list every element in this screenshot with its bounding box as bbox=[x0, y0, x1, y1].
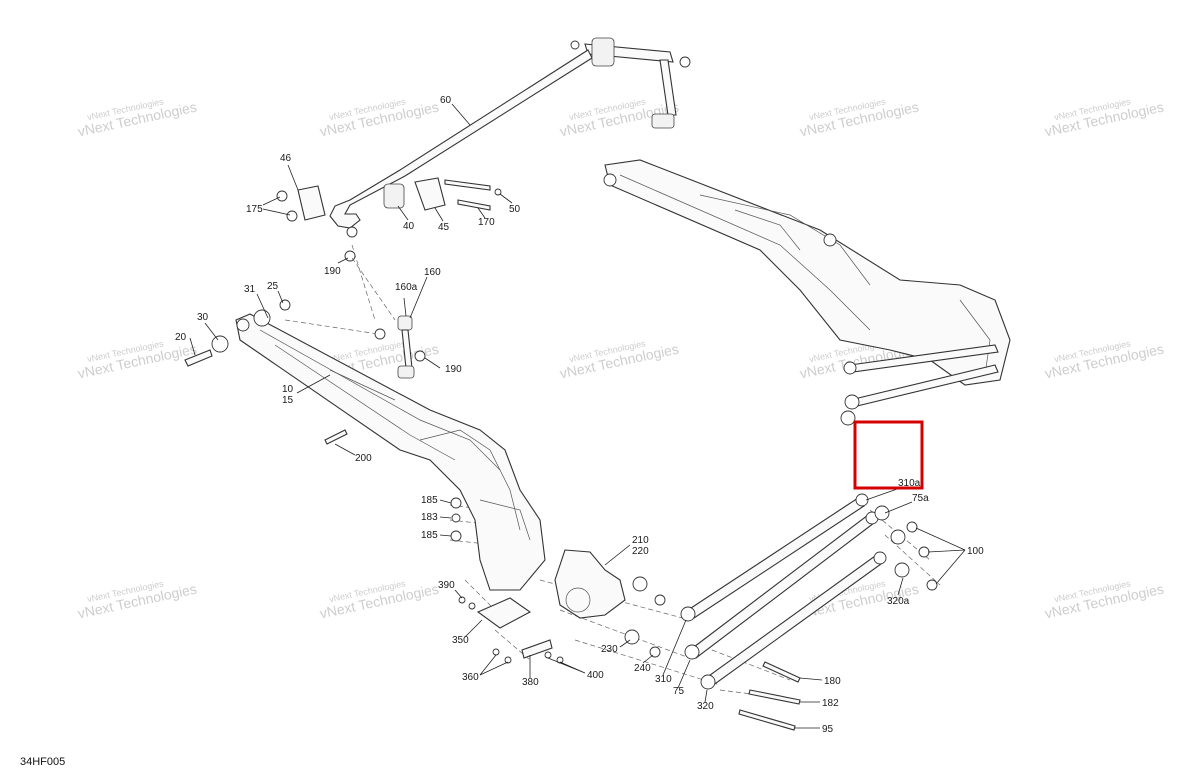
callout-25[interactable]: 25 bbox=[267, 281, 279, 292]
watermark: vNext Technologies vNext Technologies bbox=[558, 338, 680, 381]
callout-45[interactable]: 45 bbox=[438, 222, 450, 233]
callout-360[interactable]: 360 bbox=[462, 672, 479, 683]
watermark: vNext Technologies vNext Technologies bbox=[1043, 578, 1165, 621]
callout-183[interactable]: 183 bbox=[421, 512, 438, 523]
callout-182[interactable]: 182 bbox=[822, 698, 839, 709]
callout-160[interactable]: 160 bbox=[424, 267, 441, 278]
callout-185-bottom[interactable]: 185 bbox=[421, 530, 438, 541]
watermark: vNext Technologies vNext Technologies bbox=[76, 578, 198, 621]
callout-390[interactable]: 390 bbox=[438, 580, 455, 591]
callout-320[interactable]: 320 bbox=[697, 701, 714, 712]
callout-40[interactable]: 40 bbox=[403, 221, 415, 232]
callout-310[interactable]: 310 bbox=[655, 674, 672, 685]
watermark: vNext Technologies vNext Technologies bbox=[318, 96, 440, 139]
watermark: vNext Technologies vNext Technologies bbox=[1043, 338, 1165, 381]
callout-190-mid[interactable]: 190 bbox=[445, 364, 462, 375]
callout-400[interactable]: 400 bbox=[587, 670, 604, 681]
callout-185-top[interactable]: 185 bbox=[421, 495, 438, 506]
callout-75a[interactable]: 75a bbox=[912, 493, 929, 504]
watermark: vNext Technologies vNext Technologies bbox=[76, 96, 198, 139]
callout-240[interactable]: 240 bbox=[634, 663, 651, 674]
callout-labels: 60 46 175 40 45 170 50 190 31 25 160a 16… bbox=[175, 95, 984, 735]
callout-380[interactable]: 380 bbox=[522, 677, 539, 688]
callout-75[interactable]: 75 bbox=[673, 686, 685, 697]
highlight-box bbox=[853, 420, 924, 490]
watermark: vNext Technologies vNext Technologies bbox=[798, 96, 920, 139]
callout-310a[interactable]: 310a bbox=[898, 478, 921, 489]
knuckle bbox=[554, 549, 666, 658]
sway-bar-bracket bbox=[276, 177, 502, 262]
right-trailing-arm bbox=[603, 159, 1011, 426]
callout-220[interactable]: 220 bbox=[632, 546, 649, 557]
watermark: vNext Technologies vNext Technologies bbox=[1043, 96, 1165, 139]
callout-50[interactable]: 50 bbox=[509, 204, 521, 215]
callout-95[interactable]: 95 bbox=[822, 724, 834, 735]
lower-links bbox=[680, 493, 938, 731]
callout-160a[interactable]: 160a bbox=[395, 282, 418, 293]
callout-350[interactable]: 350 bbox=[452, 635, 469, 646]
callout-200[interactable]: 200 bbox=[355, 453, 372, 464]
leader-lines bbox=[189, 103, 966, 729]
callout-60[interactable]: 60 bbox=[440, 95, 452, 106]
end-link bbox=[374, 315, 426, 379]
callout-31[interactable]: 31 bbox=[244, 284, 256, 295]
callout-230[interactable]: 230 bbox=[601, 644, 618, 655]
callout-100[interactable]: 100 bbox=[967, 546, 984, 557]
callout-20[interactable]: 20 bbox=[175, 332, 187, 343]
sway-bar bbox=[329, 37, 691, 229]
callout-320a[interactable]: 320a bbox=[887, 596, 910, 607]
callout-10[interactable]: 10 bbox=[282, 384, 294, 395]
diagram-code: 34HF005 bbox=[20, 756, 65, 768]
callout-180[interactable]: 180 bbox=[824, 676, 841, 687]
brackets bbox=[450, 497, 564, 664]
watermark: vNext Technologies vNext Technologies bbox=[318, 578, 440, 621]
callout-46[interactable]: 46 bbox=[280, 153, 292, 164]
left-trailing-arm bbox=[184, 299, 546, 591]
callout-210[interactable]: 210 bbox=[632, 535, 649, 546]
callout-190-top[interactable]: 190 bbox=[324, 266, 341, 277]
callout-15[interactable]: 15 bbox=[282, 395, 294, 406]
callout-175[interactable]: 175 bbox=[246, 204, 263, 215]
callout-170[interactable]: 170 bbox=[478, 217, 495, 228]
callout-30[interactable]: 30 bbox=[197, 312, 209, 323]
